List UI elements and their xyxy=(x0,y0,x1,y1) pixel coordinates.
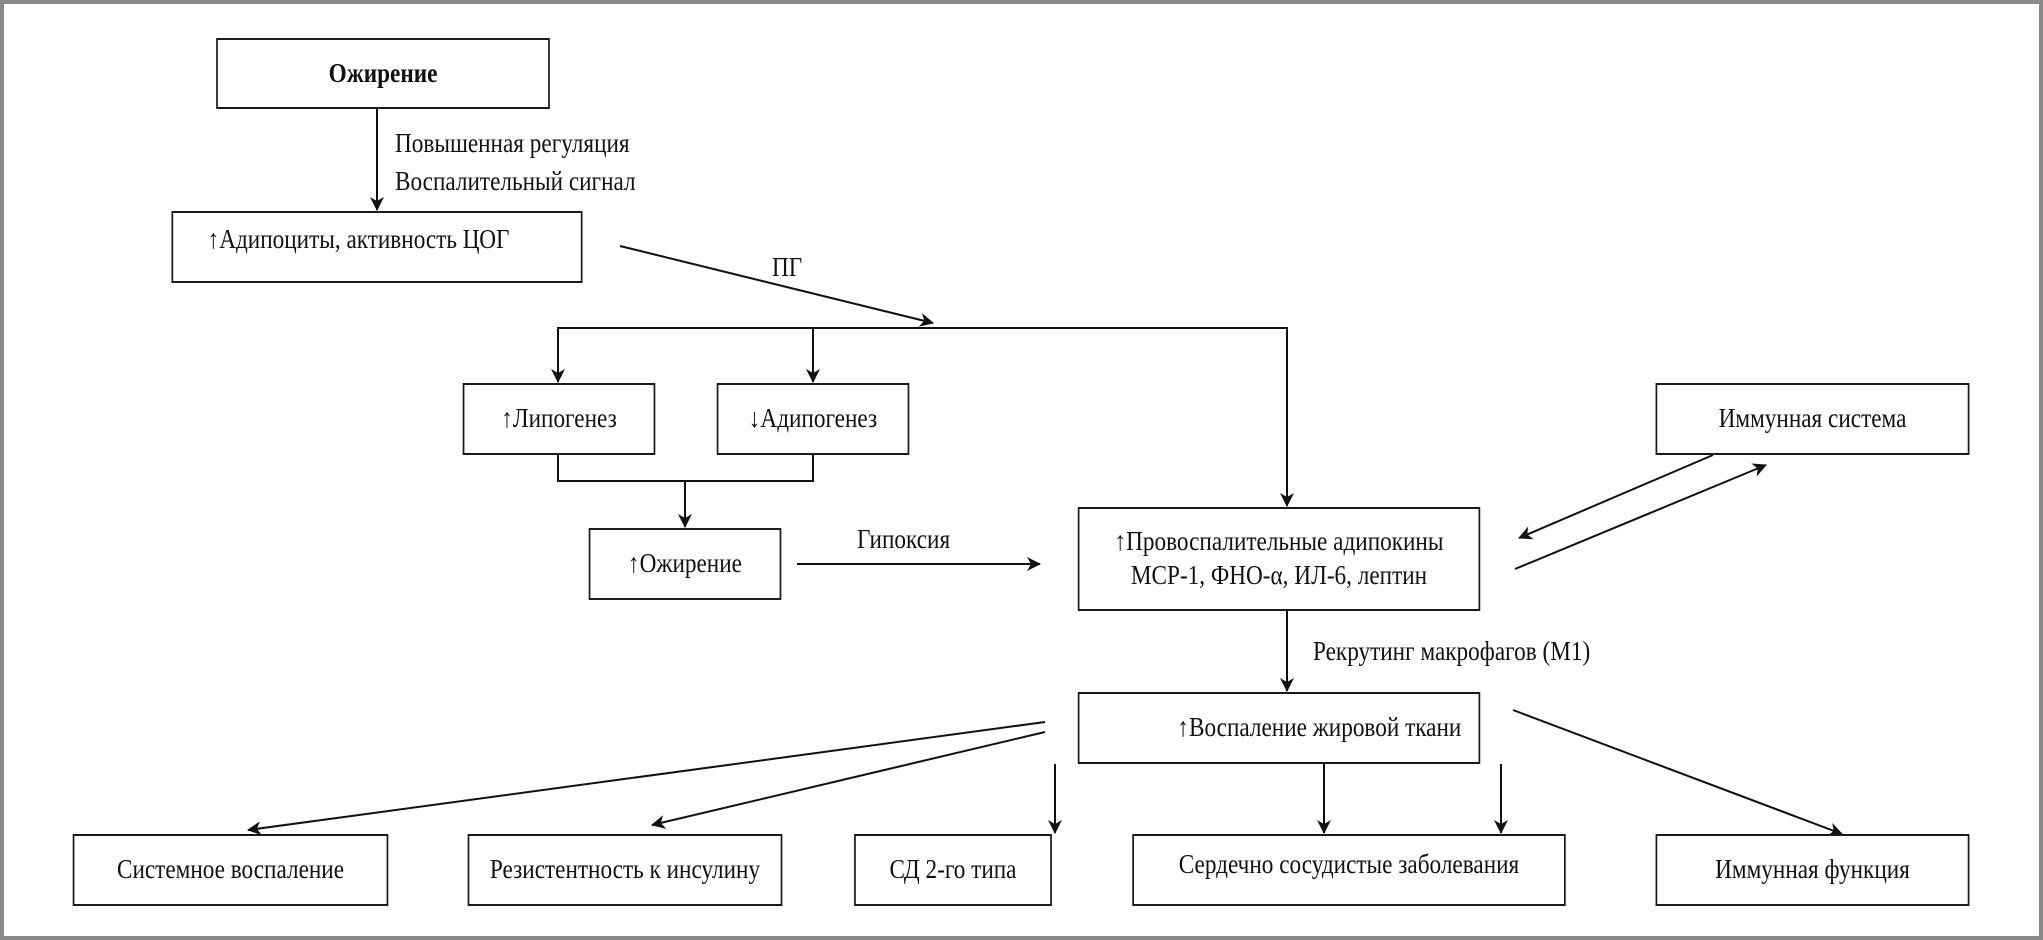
node-diabetes-type2-label: СД 2-го типа xyxy=(889,854,1017,885)
node-obesity-up: ↑Ожирение xyxy=(588,528,782,600)
node-obesity: Ожирение xyxy=(216,38,550,109)
node-lipogenesis: ↑Липогенез xyxy=(462,383,656,455)
node-adipocytes-label: ↑Адипоциты, активность ЦОГ xyxy=(207,224,510,254)
edge-tissue-immune-function xyxy=(1512,709,1843,836)
edge-adipocytes-branch xyxy=(619,245,934,327)
node-diabetes-type2: СД 2-го типа xyxy=(854,834,1052,906)
node-tissue-inflammation: ↑Воспаление жировой ткани xyxy=(1077,692,1481,764)
node-adipocytes: ↑Адипоциты, активность ЦОГ xyxy=(171,211,583,283)
node-adipogenesis: ↓Адипогенез xyxy=(716,383,910,455)
edge-immune-adipokines xyxy=(1518,454,1714,540)
node-adipogenesis-label: ↓Адипогенез xyxy=(748,403,878,434)
edge-tissue-systemic xyxy=(247,721,1046,836)
edge-label-pg: ПГ xyxy=(772,252,803,282)
node-immune-function-label: Иммунная функция xyxy=(1715,854,1910,885)
node-adipokines: ↑Провоспалительные адипокины МСР-1, ФНО-… xyxy=(1077,507,1481,611)
edge-adipokines-immune xyxy=(1514,463,1767,570)
node-tissue-inflammation-label: ↑Воспаление жировой ткани xyxy=(1177,712,1462,743)
branch-line xyxy=(557,327,1288,506)
node-immune-function: Иммунная функция xyxy=(1655,834,1970,906)
node-obesity-label: Ожирение xyxy=(328,57,438,88)
node-adipokines-line1: ↑Провоспалительные адипокины xyxy=(1114,526,1444,557)
edge-label-upregulation: Повышенная регуляция xyxy=(395,128,630,158)
node-immune-system: Иммунная система xyxy=(1655,383,1970,455)
edge-tissue-insulin xyxy=(651,731,1046,829)
node-obesity-up-label: ↑Ожирение xyxy=(628,548,742,579)
node-adipokines-line2: МСР-1, ФНО-α, ИЛ-6, лептин xyxy=(1130,560,1428,590)
edge-label-macrophage-recruitment: Рекрутинг макрофагов (М1) xyxy=(1313,636,1591,666)
node-insulin-resistance: Резистентность к инсулину xyxy=(467,834,783,906)
node-immune-system-label: Иммунная система xyxy=(1718,403,1907,434)
node-systemic-inflammation: Системное воспаление xyxy=(72,834,389,906)
node-cardiovascular-label: Сердечно сосудистые заболевания xyxy=(1178,849,1520,879)
diagram-links xyxy=(247,109,1843,836)
edge-label-hypoxia: Гипоксия xyxy=(857,524,951,554)
node-cardiovascular: Сердечно сосудистые заболевания xyxy=(1132,834,1566,906)
node-insulin-resistance-label: Резистентность к инсулину xyxy=(489,854,761,885)
bracket-lipo-adipo xyxy=(557,455,814,482)
node-systemic-inflammation-label: Системное воспаление xyxy=(116,854,345,885)
node-lipogenesis-label: ↑Липогенез xyxy=(501,403,617,434)
edge-label-inflammatory-signal: Воспалительный сигнал xyxy=(395,166,636,196)
